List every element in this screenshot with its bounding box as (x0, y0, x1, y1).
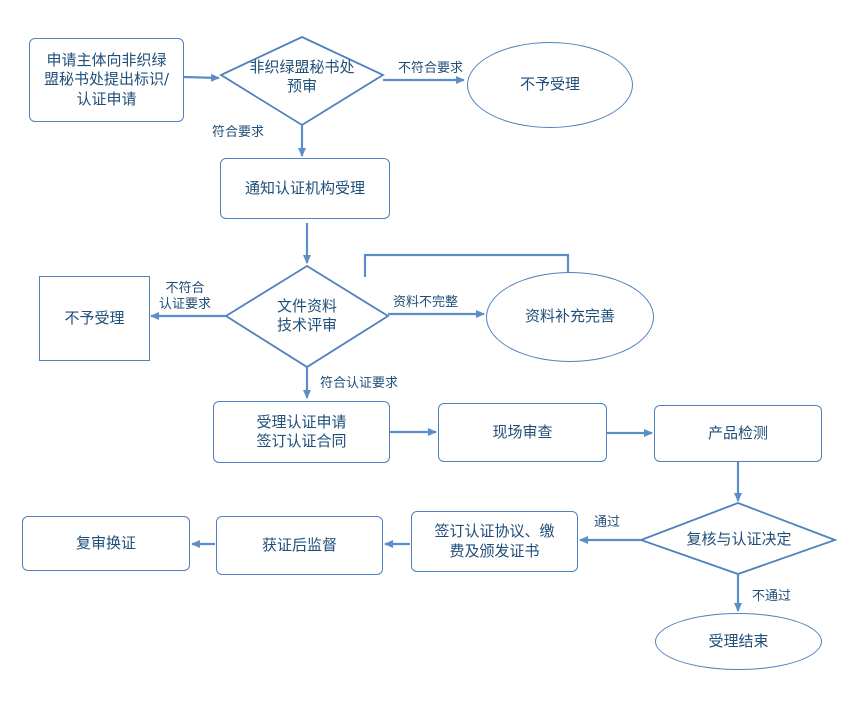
onsite-node: 现场审查 (438, 403, 607, 462)
arrow-apply-to-prereview (183, 73, 220, 82)
reject1-node: 不予受理 (467, 42, 633, 128)
supervise-node: 获证后监督 (216, 516, 383, 575)
edge-label-meet-2: 符合认证要求 (320, 376, 399, 391)
renew-node: 复审换证 (22, 516, 190, 571)
edge-label-pass: 通过 (594, 515, 621, 530)
reject2-node: 不予受理 (39, 276, 150, 361)
apply-node: 申请主体向非织绿 盟秘书处提出标识/ 认证申请 (29, 38, 184, 122)
edge-label-not-meet-1: 不符合要求 (398, 61, 464, 76)
edge-label-not-meet-2: 不符合 认证要求 (159, 281, 212, 313)
decision-label: 复核与认证决定 (686, 530, 792, 549)
accept-node: 受理认证申请 签订认证合同 (213, 401, 390, 463)
edge-label-incomplete: 资料不完整 (393, 295, 459, 310)
prereview-label: 非织绿盟秘书处 预审 (249, 57, 355, 96)
end-node: 受理结束 (655, 613, 822, 670)
notify-node: 通知认证机构受理 (220, 158, 390, 219)
sign-node: 签订认证协议、缴 费及颁发证书 (411, 511, 578, 572)
supplement-node: 资料补充完善 (486, 272, 654, 362)
docreview-label: 文件资料 技术评审 (276, 296, 337, 335)
edge-label-fail: 不通过 (752, 589, 792, 604)
edge-label-meet-1: 符合要求 (212, 125, 265, 140)
testing-node: 产品检测 (654, 405, 822, 462)
arrow-supplement-back-to-review (363, 253, 570, 277)
